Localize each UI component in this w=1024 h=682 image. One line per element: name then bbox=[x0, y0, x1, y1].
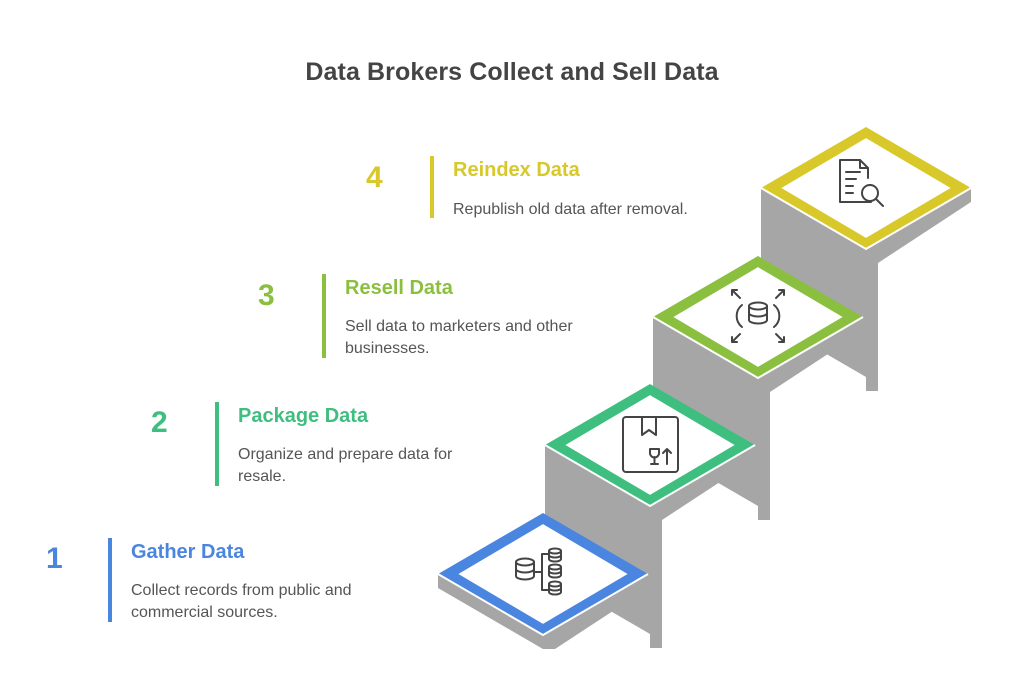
step-edge bbox=[544, 444, 756, 508]
step-number: 2 bbox=[151, 406, 168, 439]
step-side-face bbox=[543, 574, 648, 649]
step-number: 4 bbox=[366, 161, 383, 194]
step-heading: Gather Data bbox=[131, 541, 245, 563]
database-distribution-icon bbox=[515, 547, 562, 596]
step-heading: Package Data bbox=[238, 405, 369, 427]
step-top-surface bbox=[565, 395, 735, 495]
step-divider bbox=[322, 274, 326, 358]
step-heading: Resell Data bbox=[345, 277, 453, 299]
step-side-face bbox=[758, 317, 863, 520]
package-box-icon bbox=[622, 416, 679, 473]
step-edge bbox=[437, 573, 649, 637]
document-search-icon bbox=[839, 159, 884, 207]
step-divider bbox=[108, 538, 112, 622]
diagram-title: Data Brokers Collect and Sell Data bbox=[305, 58, 719, 86]
step-description: Sell data to marketers and other busines… bbox=[345, 318, 573, 357]
step-description: Organize and prepare data for resale. bbox=[238, 446, 453, 485]
step-side-face bbox=[650, 445, 755, 648]
step-number: 1 bbox=[46, 542, 63, 575]
step-front-face bbox=[438, 574, 543, 649]
step-number: 3 bbox=[258, 279, 275, 312]
database-expand-icon bbox=[731, 289, 785, 343]
step-heading: Reindex Data bbox=[453, 159, 580, 181]
step-side-face bbox=[866, 188, 971, 391]
step-divider bbox=[430, 156, 434, 218]
step-divider bbox=[215, 402, 219, 486]
step-edge bbox=[760, 187, 972, 251]
step-edge bbox=[652, 316, 864, 380]
step-top-surface bbox=[781, 138, 951, 238]
step-description: Republish old data after removal. bbox=[453, 201, 688, 218]
step-description: Collect records from public and commerci… bbox=[131, 582, 352, 621]
